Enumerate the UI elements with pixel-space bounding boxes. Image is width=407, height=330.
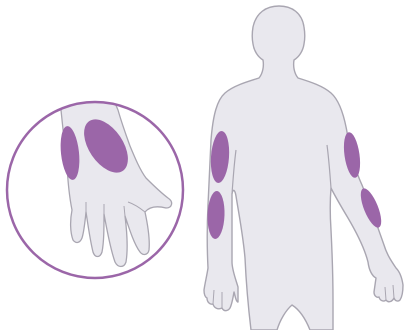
human-figure [204, 6, 403, 330]
hand-inset [7, 96, 183, 278]
